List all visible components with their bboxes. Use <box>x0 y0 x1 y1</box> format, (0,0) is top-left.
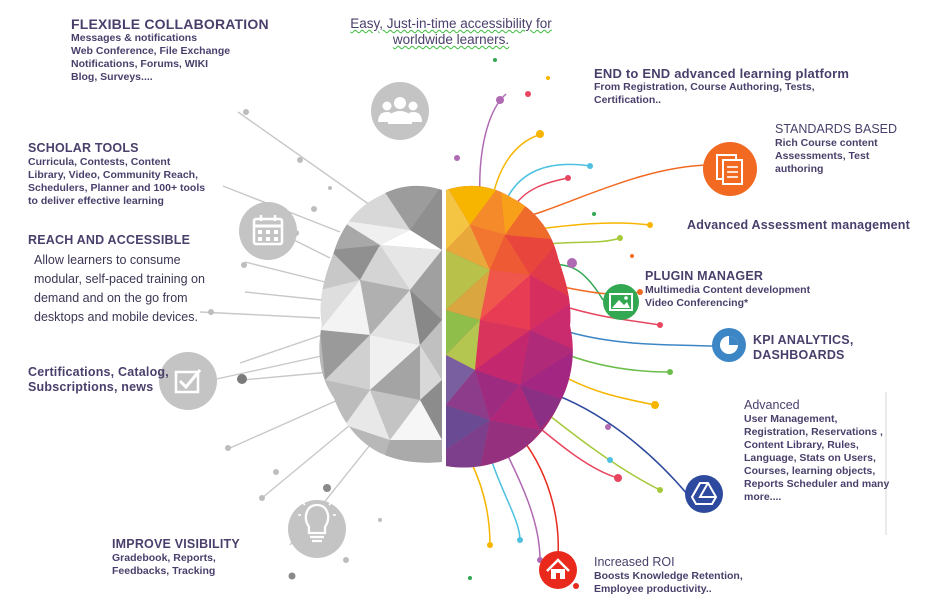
flexible-collaboration-line: Notifications, Forums, WIKI <box>71 58 209 70</box>
scholar-tools-line: to deliver effective learning <box>28 195 164 207</box>
advanced-line: Courses, learning objects, <box>744 465 876 477</box>
improve-visibility-block: IMPROVE VISIBILITY Gradebook, Reports, F… <box>112 537 240 578</box>
flexible-collaboration-title: FLEXIBLE COLLABORATION <box>71 16 269 32</box>
certifications-block: Certifications, Catalog, Subscriptions, … <box>28 365 169 395</box>
flexible-collaboration-line: Web Conference, File Exchange <box>71 45 231 57</box>
improve-visibility-line: Gradebook, Reports, <box>112 552 216 564</box>
advanced-line: Reports Scheduler and many <box>744 478 890 490</box>
brain-left-hemisphere <box>319 185 442 463</box>
flexible-collaboration-block: FLEXIBLE COLLABORATION Messages & notifi… <box>71 17 269 84</box>
scholar-tools-line: Library, Video, Community Reach, <box>28 169 198 181</box>
plugin-block: PLUGIN MANAGER Multimedia Content develo… <box>645 269 810 310</box>
users-icon <box>371 82 429 140</box>
brain-right-hemisphere <box>446 185 573 468</box>
scholar-tools-line: Curricula, Contests, Content <box>28 156 171 168</box>
top-caption-line1: Easy, Just-in-time accessibility for <box>350 16 552 31</box>
end-to-end-title: END to END advanced learning platform <box>594 66 850 81</box>
advanced-line: more.... <box>744 491 782 503</box>
advanced-block: Advanced User Management, Registration, … <box>744 397 889 504</box>
improve-visibility-line: Feedbacks, Tracking <box>112 565 216 577</box>
reach-accessible-block: REACH AND ACCESSIBLE Allow learners to c… <box>28 233 205 327</box>
plugin-line: Video Conferencing* <box>645 297 749 309</box>
document-icon <box>703 142 757 196</box>
kpi-line: KPI ANALYTICS, <box>753 333 854 347</box>
standards-block: STANDARDS BASED Rich Course content Asse… <box>775 121 897 176</box>
assessment-title: Advanced Assessment management <box>687 218 910 232</box>
pie-chart-icon <box>712 328 746 362</box>
advanced-title: Advanced <box>744 398 800 412</box>
roi-title: Increased ROI <box>594 555 675 569</box>
advanced-line: User Management, <box>744 413 838 425</box>
roi-line: Boosts Knowledge Retention, <box>594 570 743 582</box>
roi-line: Employee productivity.. <box>594 583 712 595</box>
left-connector-dots <box>208 109 382 580</box>
improve-visibility-title: IMPROVE VISIBILITY <box>112 537 240 551</box>
advanced-line: Language, Stats on Users, <box>744 452 876 464</box>
reach-accessible-line: demand and on the go from <box>34 291 188 305</box>
scholar-tools-line: Schedulers, Planner and 100+ tools <box>28 182 206 194</box>
scholar-tools-title: SCHOLAR TOOLS <box>28 141 139 155</box>
standards-line: Rich Course content <box>775 137 878 149</box>
home-icon <box>539 551 577 589</box>
image-icon <box>603 284 639 320</box>
reach-accessible-title: REACH AND ACCESSIBLE <box>28 233 191 247</box>
plugin-title: PLUGIN MANAGER <box>645 269 764 283</box>
end-to-end-line: Certification.. <box>594 94 662 106</box>
roi-block: Increased ROI Boosts Knowledge Retention… <box>594 555 743 596</box>
certifications-line: Certifications, Catalog, <box>28 365 169 379</box>
right-connector-dots <box>454 58 673 589</box>
calendar-icon <box>239 202 297 260</box>
standards-line: authoring <box>775 163 824 175</box>
flexible-collaboration-line: Messages & notifications <box>71 32 198 44</box>
flexible-collaboration-line: Blog, Surveys.... <box>71 71 153 83</box>
plugin-line: Multimedia Content development <box>645 284 811 296</box>
reach-accessible-line: Allow learners to consume <box>34 253 181 267</box>
kpi-block: KPI ANALYTICS, DASHBOARDS <box>753 333 854 363</box>
drive-icon <box>685 475 723 513</box>
top-caption: Easy, Just-in-time accessibility for wor… <box>346 16 556 48</box>
end-to-end-line: From Registration, Course Authoring, Tes… <box>594 81 815 93</box>
lightbulb-icon <box>288 497 346 558</box>
checkbox-icon <box>159 352 217 410</box>
end-to-end-block: END to END advanced learning platform Fr… <box>594 66 849 107</box>
top-caption-line2: worldwide learners. <box>392 32 510 47</box>
kpi-line: DASHBOARDS <box>753 348 845 362</box>
standards-line: Assessments, Test <box>775 150 870 162</box>
advanced-line: Content Library, Rules, <box>744 439 859 451</box>
certifications-line: Subscriptions, news <box>28 380 154 394</box>
standards-title: STANDARDS BASED <box>775 122 898 136</box>
advanced-line: Registration, Reservations , <box>744 426 883 438</box>
scholar-tools-block: SCHOLAR TOOLS Curricula, Contests, Conte… <box>28 141 205 208</box>
reach-accessible-line: desktops and mobile devices. <box>34 310 198 324</box>
reach-accessible-line: modular, self-paced training on <box>34 272 205 286</box>
